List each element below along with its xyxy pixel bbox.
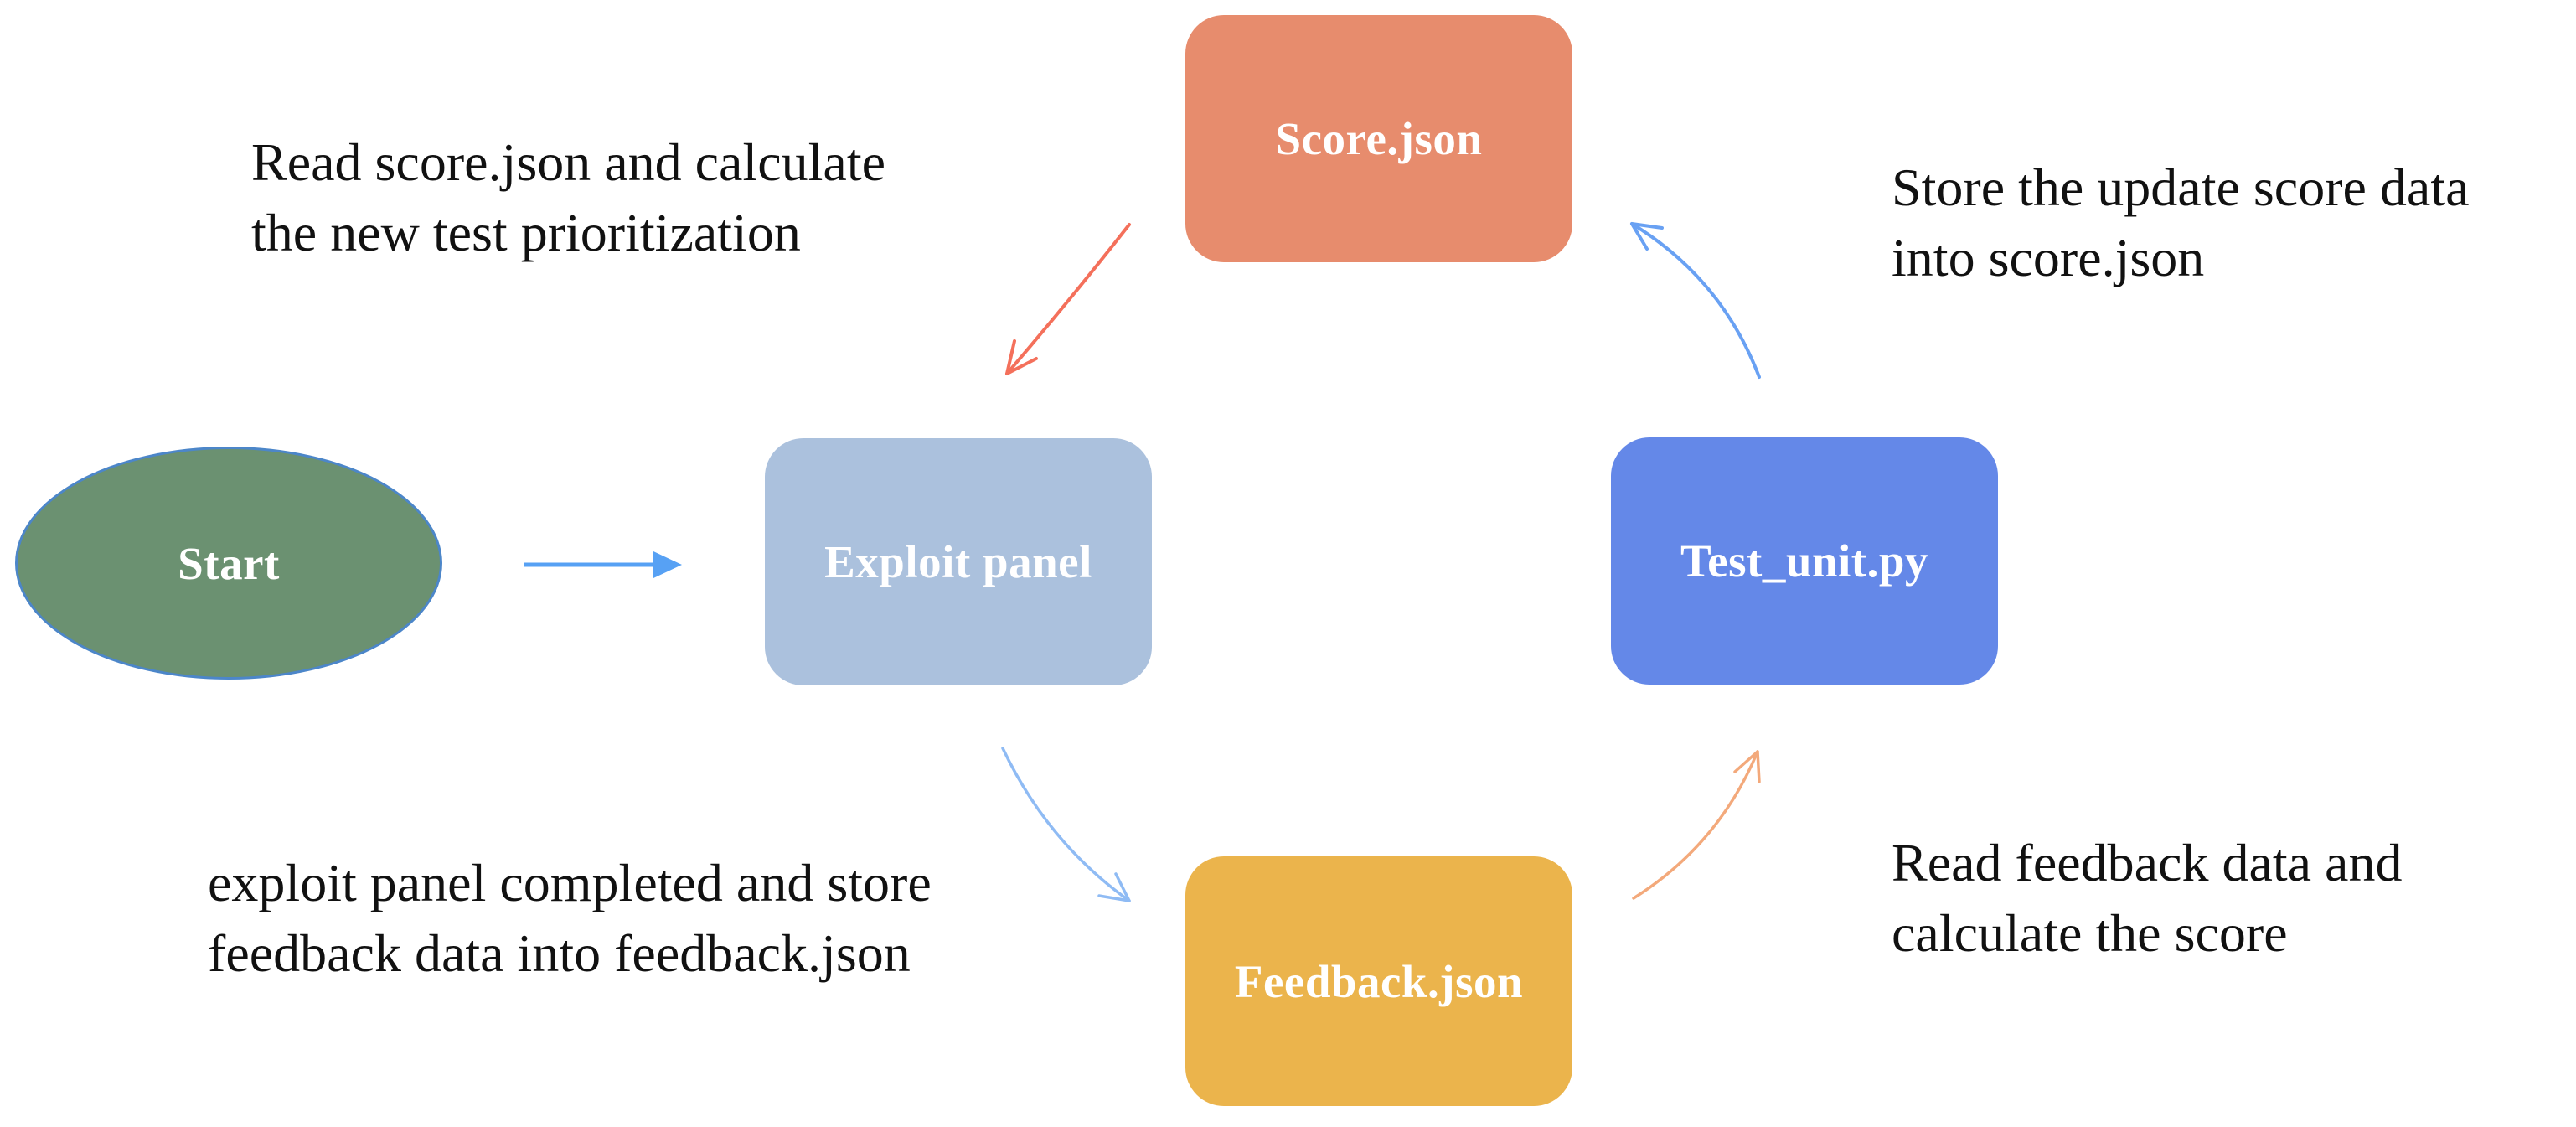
arrow-feedback-to-test-head: [1733, 750, 1761, 783]
arrow-feedback-to-test: [1632, 750, 1761, 900]
node-exploit-panel: Exploit panel: [765, 438, 1152, 685]
arrow-exploit-to-feedback-shaft: [1001, 747, 1131, 902]
annotation-read-score-line1: Read score.json and calculate: [251, 132, 885, 192]
annotation-store-feedback-line2: feedback data into feedback.json: [208, 923, 911, 983]
arrow-score-to-exploit: [1005, 223, 1131, 375]
node-score-json-label: Score.json: [1275, 113, 1483, 164]
arrow-start-to-exploit: [524, 551, 682, 578]
arrow-feedback-to-test-shaft: [1632, 750, 1759, 900]
annotation-store-feedback-line1: exploit panel completed and store: [208, 853, 932, 912]
node-score-json: Score.json: [1185, 15, 1572, 262]
arrow-start-to-exploit-head: [653, 551, 682, 578]
node-test-unit-py: Test_unit.py: [1611, 437, 1998, 685]
arrow-test-to-score-shaft: [1630, 222, 1761, 379]
annotation-read-feedback-line1: Read feedback data and: [1892, 833, 2403, 892]
arrow-exploit-to-feedback: [1001, 747, 1131, 902]
node-exploit-panel-label: Exploit panel: [824, 536, 1092, 587]
arrow-score-to-exploit-head: [1005, 339, 1038, 375]
node-start: Start: [15, 447, 442, 680]
annotation-read-score: Read score.json and calculate the new te…: [251, 127, 885, 268]
node-test-unit-py-label: Test_unit.py: [1680, 535, 1928, 587]
node-feedback-json-label: Feedback.json: [1234, 955, 1524, 1007]
arrow-test-to-score-head: [1630, 222, 1664, 251]
node-start-label: Start: [178, 537, 280, 589]
annotation-read-feedback: Read feedback data and calculate the sco…: [1892, 828, 2402, 969]
arrow-score-to-exploit-shaft: [1005, 223, 1131, 375]
arrow-exploit-to-feedback-head: [1097, 872, 1131, 902]
annotation-store-score-line1: Store the update score data: [1892, 158, 2470, 217]
node-feedback-json: Feedback.json: [1185, 856, 1572, 1106]
annotation-store-feedback: exploit panel completed and store feedba…: [208, 848, 932, 989]
arrow-test-to-score: [1630, 222, 1761, 379]
annotation-read-score-line2: the new test prioritization: [251, 203, 801, 262]
annotation-read-feedback-line2: calculate the score: [1892, 903, 2288, 963]
annotation-store-score: Store the update score data into score.j…: [1892, 153, 2470, 293]
annotation-store-score-line2: into score.json: [1892, 228, 2205, 287]
